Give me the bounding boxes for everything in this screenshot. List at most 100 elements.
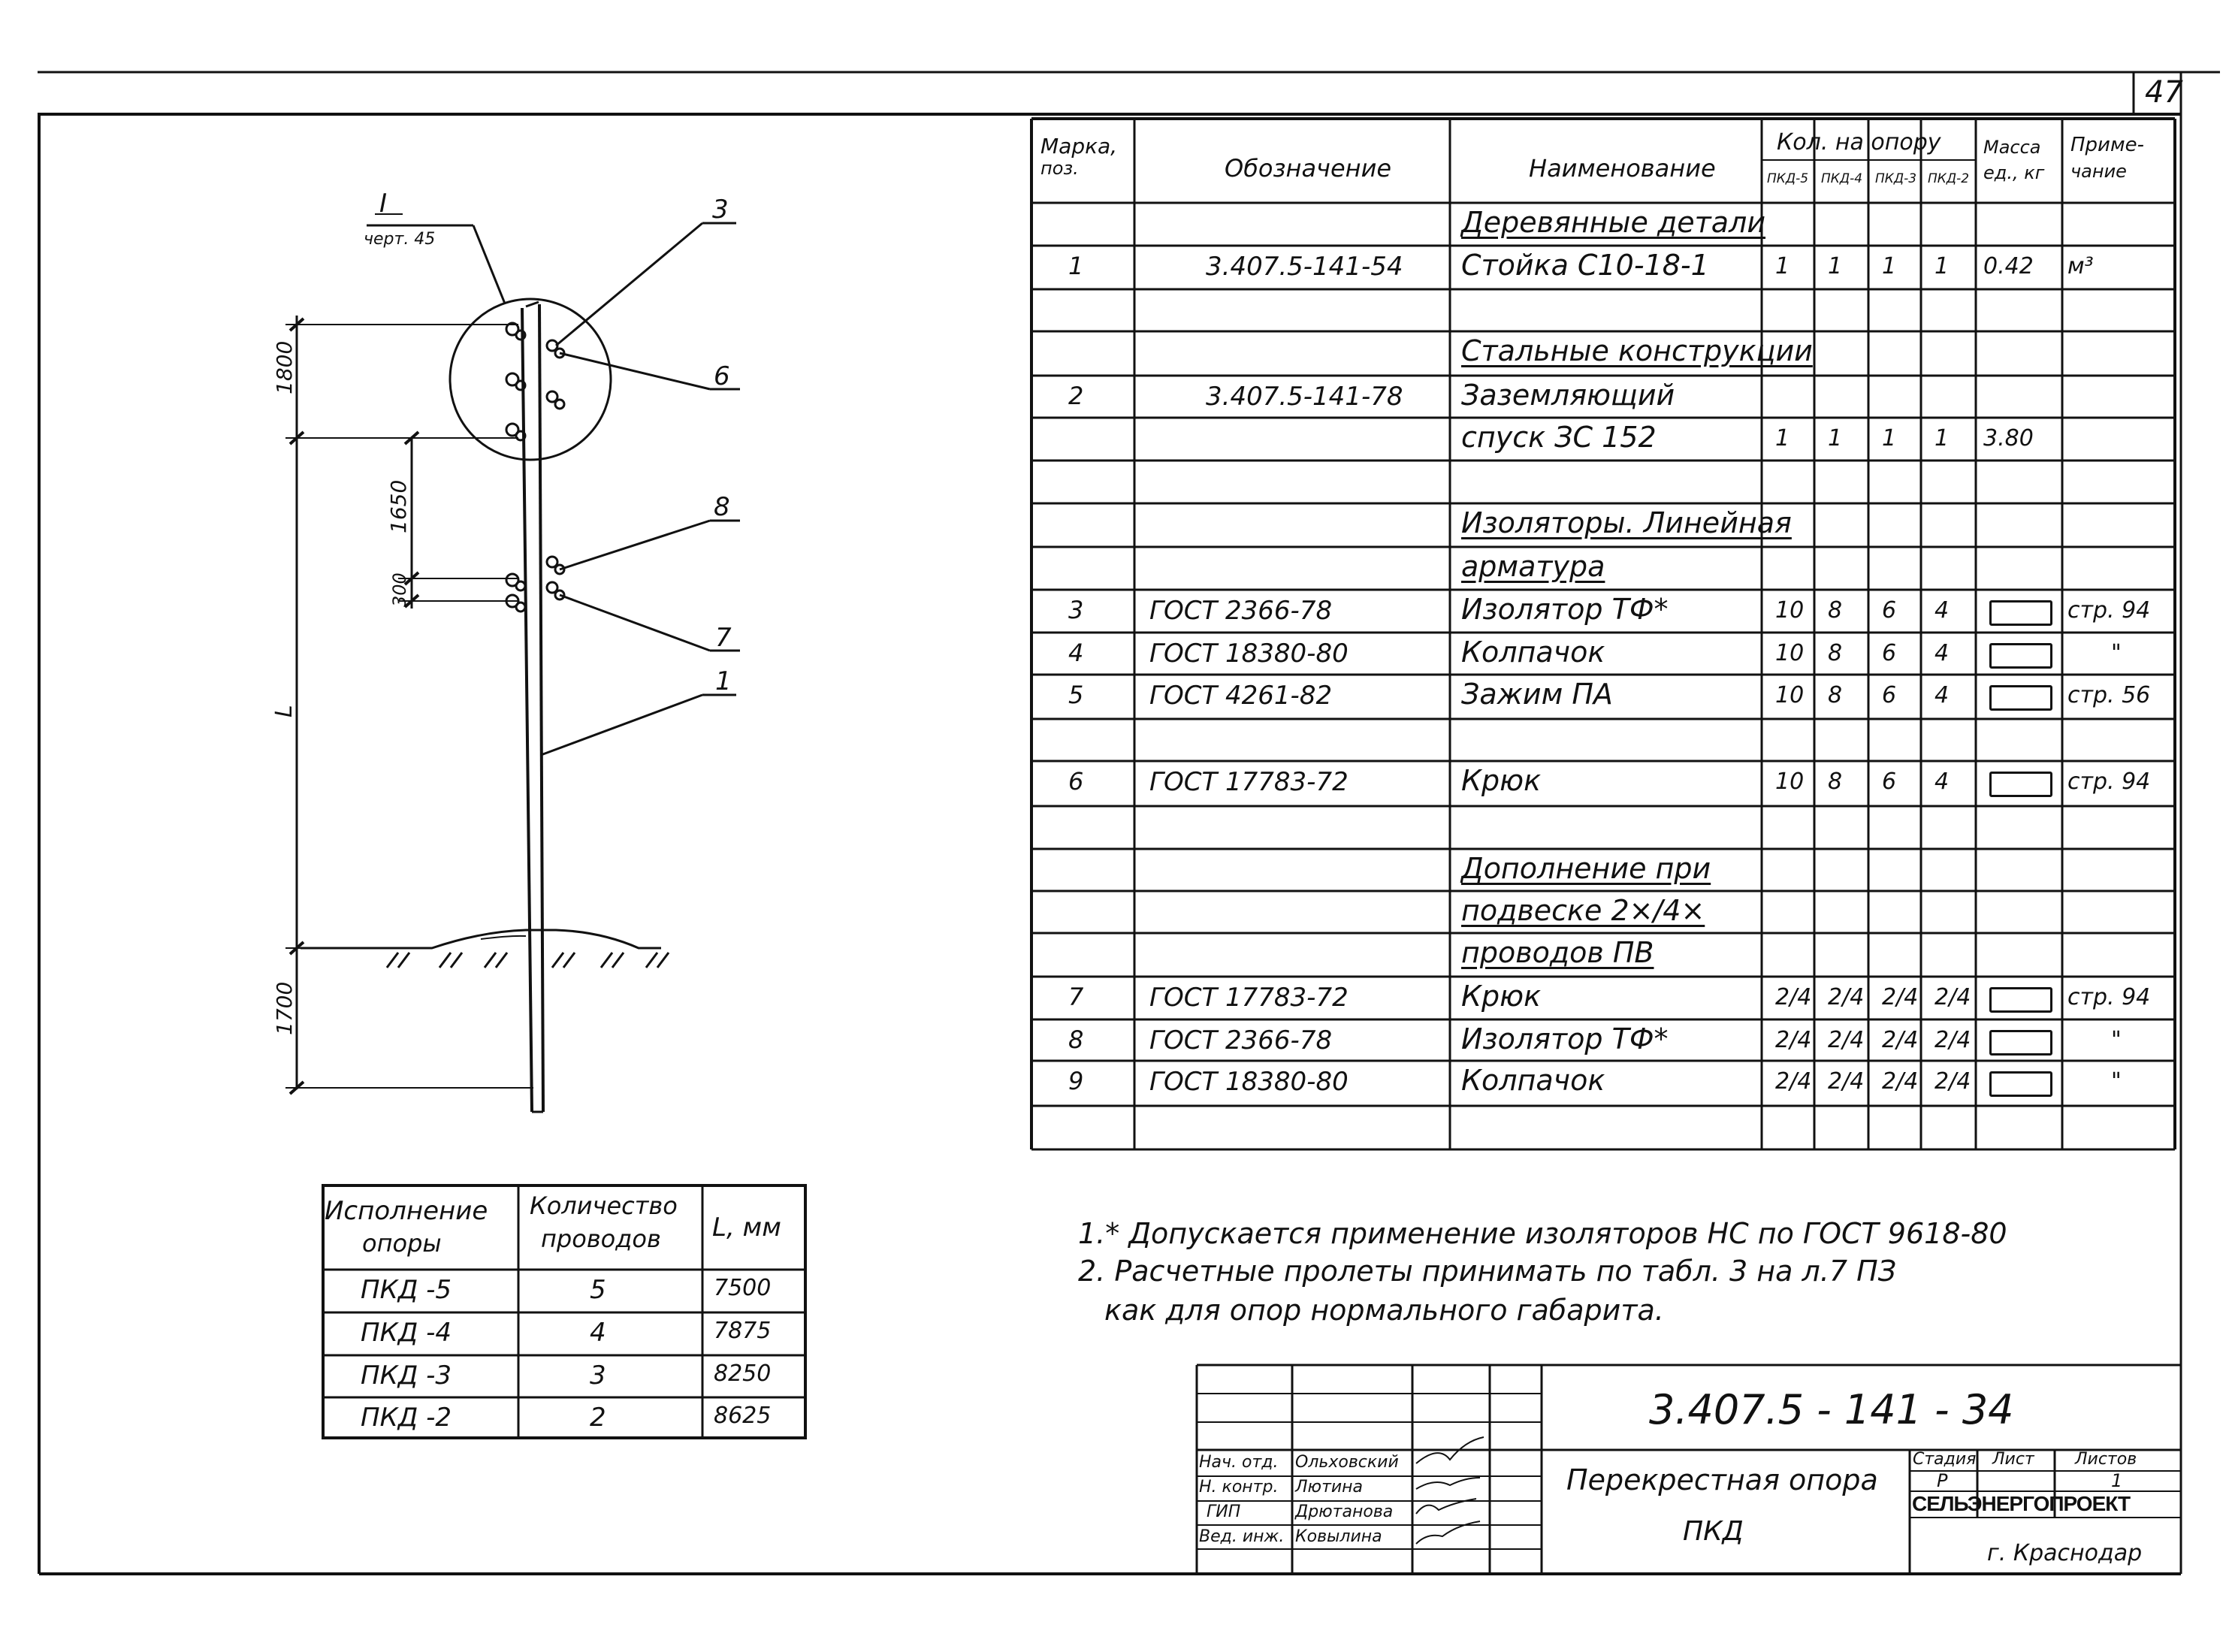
- header-mass: Масса: [1983, 137, 2041, 158]
- section-heading: подвеске 2×/4×: [1461, 894, 1705, 927]
- variants-table-grid: [322, 1184, 807, 1439]
- row-qty: 1: [1775, 425, 1790, 452]
- row-name: Стойка С10-18-1: [1461, 249, 1709, 282]
- row-mass: 3.80: [1983, 425, 2034, 452]
- dim-1650: 1650: [386, 480, 411, 533]
- leader-label-3: 3: [712, 195, 729, 225]
- dim-1700: 1700: [272, 982, 297, 1035]
- name-4: Ковылина: [1295, 1527, 1382, 1546]
- row-name: Заземляющий: [1461, 379, 1675, 412]
- row-mark: 6: [1068, 767, 1084, 796]
- role-3: ГИП: [1207, 1503, 1241, 1521]
- header-note-2: чание: [2070, 161, 2127, 182]
- row-qty: 2/4: [1882, 1027, 1919, 1053]
- row-qty: 2/4: [1882, 984, 1919, 1010]
- dim-L: L: [271, 705, 297, 717]
- variant-length: 7500: [714, 1275, 772, 1301]
- row-qty: 6: [1882, 597, 1897, 624]
- dim-300: 300: [389, 572, 410, 607]
- row-designation: ГОСТ 2366-78: [1149, 596, 1333, 626]
- row-qty: 8: [1828, 769, 1843, 795]
- variants-header-2a: Количество: [530, 1191, 678, 1220]
- row-mass: 0.42: [1983, 253, 2034, 279]
- variants-header-1a: Исполнение: [325, 1196, 488, 1226]
- name-1: Ольховский: [1295, 1453, 1399, 1472]
- name-2: Лютина: [1295, 1478, 1364, 1496]
- note-2: 2. Расчетные пролеты принимать по табл. …: [1078, 1255, 1897, 1288]
- page-number: 47: [2145, 75, 2183, 110]
- variant-wire-count: 3: [590, 1361, 606, 1391]
- row-mark: 7: [1068, 983, 1084, 1011]
- variant-wire-count: 5: [590, 1275, 606, 1305]
- row-qty: 2/4: [1882, 1068, 1919, 1095]
- row-qty: 10: [1775, 597, 1805, 624]
- header-qty-col-3: ПКД-3: [1875, 171, 1917, 186]
- header-qty-col-4: ПКД-2: [1928, 171, 1970, 186]
- row-mark: 4: [1068, 639, 1084, 667]
- row-qty: 6: [1882, 640, 1897, 666]
- dim-1800: 1800: [272, 341, 297, 394]
- row-qty: 10: [1775, 640, 1805, 666]
- role-1: Нач. отд.: [1199, 1453, 1279, 1472]
- mass-empty-box: [1989, 600, 2052, 626]
- leader-label-1: 1: [715, 666, 732, 696]
- section-heading: арматура: [1461, 550, 1605, 583]
- row-name: Колпачок: [1461, 1064, 1605, 1097]
- header-qty: Кол. на опору: [1777, 129, 1941, 156]
- row-qty: 2/4: [1775, 984, 1812, 1010]
- mass-empty-box: [1989, 1030, 2052, 1056]
- header-mark: Марка,: [1040, 134, 1118, 159]
- row-qty: 2/4: [1934, 984, 1971, 1010]
- row-qty: 6: [1882, 682, 1897, 708]
- mass-empty-box: [1989, 772, 2052, 797]
- row-note: ": [2111, 1027, 2122, 1053]
- row-mark: 2: [1068, 382, 1084, 410]
- row-qty: 2/4: [1934, 1068, 1971, 1095]
- section-heading: Стальные конструкции: [1461, 334, 1813, 367]
- row-qty: 4: [1934, 640, 1950, 666]
- mass-empty-box: [1989, 643, 2052, 669]
- title-line-1: Перекрестная опора: [1566, 1463, 1878, 1496]
- row-designation: ГОСТ 4261-82: [1149, 681, 1333, 711]
- row-name: спуск ЗС 152: [1461, 421, 1657, 454]
- variant-name: ПКД -4: [361, 1318, 452, 1348]
- row-designation: ГОСТ 2366-78: [1149, 1025, 1333, 1056]
- header-designation: Обозначение: [1225, 154, 1392, 183]
- row-name: Изолятор ТФ*: [1461, 1022, 1669, 1056]
- note-3: как для опор нормального габарита.: [1104, 1294, 1664, 1327]
- role-4: Вед. инж.: [1199, 1527, 1285, 1546]
- row-qty: 2/4: [1828, 984, 1865, 1010]
- row-qty: 1: [1828, 253, 1843, 279]
- header-qty-col-2: ПКД-4: [1821, 171, 1863, 186]
- header-qty-col-1: ПКД-5: [1767, 171, 1809, 186]
- row-note: ": [2111, 1068, 2122, 1095]
- header-mass-2: ед., кг: [1983, 162, 2045, 183]
- leader-label-7: 7: [715, 623, 732, 653]
- row-note: ": [2111, 640, 2122, 666]
- row-qty: 6: [1882, 769, 1897, 795]
- row-note: м³: [2067, 253, 2094, 279]
- row-designation: 3.407.5-141-54: [1206, 252, 1403, 282]
- row-mark: 3: [1068, 596, 1084, 624]
- row-qty: 1: [1775, 253, 1790, 279]
- callout-reference: черт. 45: [364, 230, 435, 249]
- row-name: Зажим ПА: [1461, 678, 1613, 711]
- row-qty: 4: [1934, 597, 1950, 624]
- variant-length: 8250: [714, 1361, 772, 1387]
- pole-drawing: [285, 222, 740, 1113]
- row-name: Крюк: [1461, 764, 1542, 797]
- mass-empty-box: [1989, 987, 2052, 1013]
- row-mark: 1: [1068, 252, 1084, 280]
- spec-table-grid: [1030, 117, 2176, 1151]
- callout-number: I: [379, 189, 387, 219]
- section-heading: проводов ПВ: [1461, 936, 1654, 969]
- sheets-value: 1: [2111, 1470, 2123, 1491]
- row-qty: 2/4: [1775, 1068, 1812, 1095]
- row-designation: ГОСТ 18380-80: [1149, 639, 1349, 669]
- row-qty: 2/4: [1828, 1068, 1865, 1095]
- stage-label: Стадия: [1913, 1450, 1977, 1469]
- section-heading: Дополнение при: [1461, 852, 1711, 885]
- row-designation: ГОСТ 17783-72: [1149, 983, 1349, 1013]
